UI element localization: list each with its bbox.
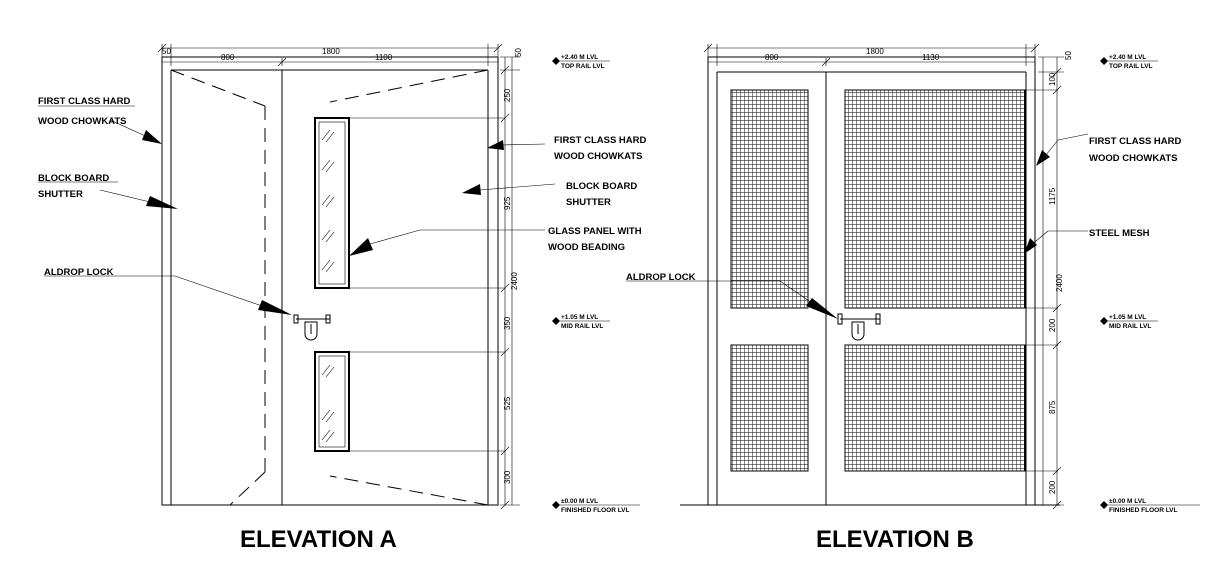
label-a-glass-2: WOOD BEADING: [548, 242, 625, 253]
dimension-lines-b: [703, 43, 1064, 510]
dim-b-height: 2400: [1055, 274, 1064, 292]
steel-mesh-panels: [730, 89, 1026, 472]
label-b-chowkat-1: FIRST CLASS HARD: [1089, 136, 1182, 147]
level-b-mid-value: +1.05 M LVL: [1109, 314, 1146, 321]
aldrop-lock-b: [837, 313, 881, 341]
dim-b-seg-mesh-bottom: 875: [1048, 400, 1057, 414]
title-elevation-b: ELEVATION B: [816, 526, 974, 553]
level-a-top-name: TOP RAIL LVL: [561, 63, 605, 70]
level-marker-floor-a: ±0.00 M LVL FINISHED FLOOR LVL: [552, 498, 640, 514]
dim-a-right-leaf: 1100: [375, 53, 393, 62]
dimension-lines-a: [157, 43, 520, 510]
dim-a-seg-bottom: 300: [503, 470, 512, 484]
level-marker-mid-b: +1.05 M LVL MID RAIL LVL: [1100, 314, 1158, 330]
label-a-glass-1: GLASS PANEL WITH: [548, 226, 642, 237]
dim-a-total: 1800: [322, 47, 340, 56]
level-b-top-name: TOP RAIL LVL: [1109, 63, 1153, 70]
dim-b-right-leaf: 1130: [922, 53, 940, 62]
elevation-b: 1800 800 1130 50 100 1175 2400 200 875 2…: [626, 43, 1200, 553]
label-a-chowkat-right-1: FIRST CLASS HARD: [554, 135, 647, 146]
mesh-panel-top-left: [730, 89, 809, 309]
glass-panel-top: [314, 117, 350, 289]
level-b-top-value: +2.40 M LVL: [1109, 54, 1146, 61]
mesh-panel-bottom-right: [844, 344, 1026, 472]
dim-b-seg-top: 100: [1048, 72, 1057, 86]
dim-b-left-leaf: 800: [765, 53, 779, 62]
level-marker-mid-a: +1.05 M LVL MID RAIL LVL: [552, 314, 610, 330]
label-a-aldrop: ALDROP LOCK: [44, 267, 114, 278]
elevation-a: 1800 50 800 1100 50 250 925 2400 350 525…: [38, 43, 647, 553]
level-a-top-value: +2.40 M LVL: [561, 54, 598, 61]
level-marker-top-b: +2.40 M LVL TOP RAIL LVL: [1100, 54, 1158, 70]
level-b-floor-value: ±0.00 M LVL: [1109, 498, 1146, 505]
leaders-a: [38, 105, 556, 452]
label-a-shutter-right-2: SHUTTER: [566, 197, 611, 208]
aldrop-lock-a: [293, 314, 331, 341]
dim-b-seg-mesh-top: 1175: [1048, 187, 1057, 205]
dim-a-height: 2400: [510, 272, 519, 290]
dim-a-seg-top: 250: [503, 88, 512, 102]
label-a-chowkat-right-2: WOOD CHOWKATS: [554, 151, 642, 162]
dim-a-seg-glass-bottom: 525: [503, 396, 512, 410]
dim-a-top-offset: 50: [514, 48, 523, 57]
level-markers-b: +2.40 M LVL TOP RAIL LVL +1.05 M LVL MID…: [1100, 54, 1200, 514]
glass-panel-bottom: [314, 351, 350, 452]
dim-a-seg-mid: 350: [503, 316, 512, 330]
level-a-floor-name: FINISHED FLOOR LVL: [561, 507, 630, 514]
labels-b: ALDROP LOCK FIRST CLASS HARD WOOD CHOWKA…: [626, 136, 1182, 283]
label-a-shutter-left-1: BLOCK BOARD: [38, 173, 109, 184]
dim-b-top-offset: 50: [1064, 51, 1073, 60]
label-a-chowkat-left-2: WOOD CHOWKATS: [38, 116, 126, 127]
label-a-shutter-right-1: BLOCK BOARD: [566, 181, 637, 192]
dim-a-left-leaf: 800: [221, 53, 235, 62]
level-a-floor-value: ±0.00 M LVL: [561, 498, 598, 505]
level-b-mid-name: MID RAIL LVL: [1109, 323, 1151, 330]
label-b-aldrop: ALDROP LOCK: [626, 272, 696, 283]
label-a-shutter-left-2: SHUTTER: [38, 189, 83, 200]
level-marker-floor-b: ±0.00 M LVL FINISHED FLOOR LVL: [1100, 498, 1200, 514]
mesh-panel-bottom-left: [730, 344, 809, 472]
level-b-floor-name: FINISHED FLOOR LVL: [1109, 507, 1178, 514]
label-a-chowkat-left-1: FIRST CLASS HARD: [38, 96, 131, 107]
labels-a: FIRST CLASS HARD WOOD CHOWKATS BLOCK BOA…: [38, 96, 647, 278]
door-frame-a: [161, 56, 499, 506]
level-a-mid-value: +1.05 M LVL: [561, 314, 598, 321]
level-markers-a: +2.40 M LVL TOP RAIL LVL +1.05 M LVL MID…: [552, 54, 640, 514]
dimension-texts-a: 1800 50 800 1100 50 250 925 2400 350 525…: [162, 47, 523, 484]
dim-a-left-offset: 50: [162, 47, 171, 56]
dim-b-seg-mid: 200: [1048, 318, 1057, 332]
label-b-mesh: STEEL MESH: [1089, 228, 1150, 239]
dim-b-seg-bottom: 200: [1048, 480, 1057, 494]
dim-a-seg-glass-top: 925: [503, 196, 512, 210]
swing-lines-a: [170, 69, 489, 506]
dimension-texts-b: 1800 800 1130 50 100 1175 2400 200 875 2…: [765, 47, 1073, 494]
level-a-mid-name: MID RAIL LVL: [561, 323, 603, 330]
title-elevation-a: ELEVATION A: [240, 526, 397, 553]
label-b-chowkat-2: WOOD CHOWKATS: [1089, 153, 1177, 164]
level-marker-top-a: +2.40 M LVL TOP RAIL LVL: [552, 54, 610, 70]
mesh-panel-top-right: [844, 89, 1026, 309]
dim-b-total: 1800: [866, 47, 884, 56]
